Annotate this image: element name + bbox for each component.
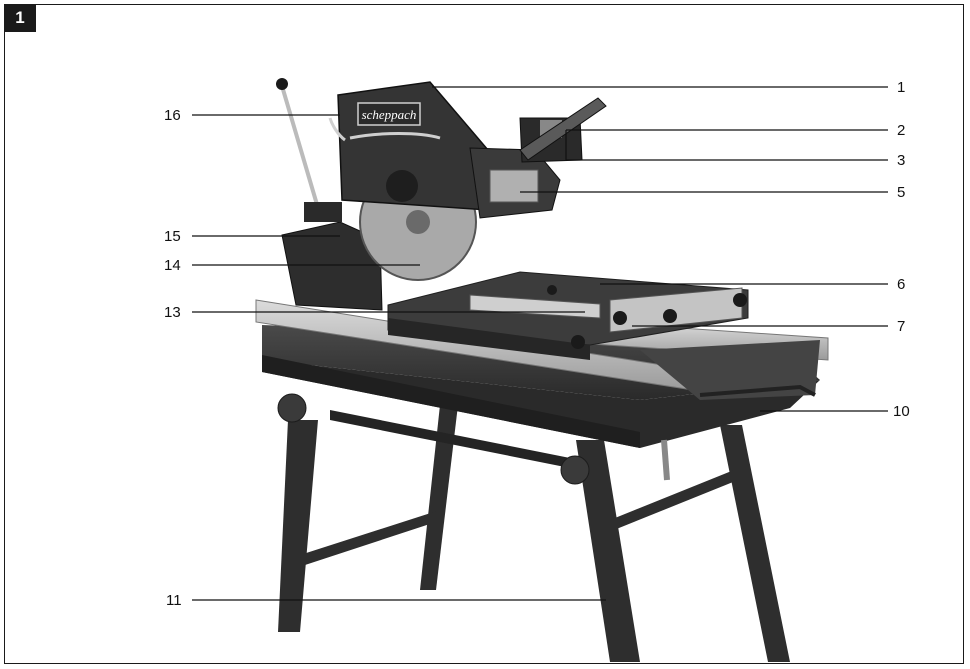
callout-2: 2 — [897, 122, 905, 139]
leg-brace-left — [300, 510, 442, 566]
stand-bolt — [661, 439, 670, 481]
leg-back-left — [420, 405, 458, 590]
operating-handle — [519, 97, 607, 161]
height-adjust-lever — [276, 78, 342, 222]
callout-10: 10 — [893, 403, 910, 420]
callout-1: 1 — [897, 79, 905, 96]
callout-7: 7 — [897, 318, 905, 335]
callout-6: 6 — [897, 276, 905, 293]
callout-13: 13 — [164, 304, 181, 321]
leg-front-right — [576, 440, 640, 662]
water-tray — [640, 340, 820, 400]
blade-nut — [386, 170, 418, 202]
stand-legs — [277, 393, 790, 662]
callout-16: 16 — [164, 107, 181, 124]
splash-guard — [281, 221, 383, 311]
brand-logo: scheppach — [362, 107, 417, 122]
callout-15: 15 — [164, 228, 181, 245]
leg-back-right — [720, 425, 790, 662]
callout-lines — [192, 86, 888, 601]
brand-logo-plate — [357, 102, 421, 126]
saw-head: scheppach — [337, 81, 489, 211]
callout-11: 11 — [166, 592, 182, 609]
stand-crossbar — [330, 410, 580, 470]
leg-brace-right — [610, 470, 738, 530]
figure-number-badge: 1 — [4, 4, 36, 32]
callout-3: 3 — [897, 152, 905, 169]
callout-5: 5 — [897, 184, 905, 201]
leg-front-left — [278, 420, 318, 632]
callout-14: 14 — [164, 257, 181, 274]
callout-labels: 1 2 3 5 6 7 10 16 15 14 13 11 — [164, 79, 910, 609]
guard-handle — [349, 132, 441, 140]
mitre-fence — [609, 287, 743, 333]
